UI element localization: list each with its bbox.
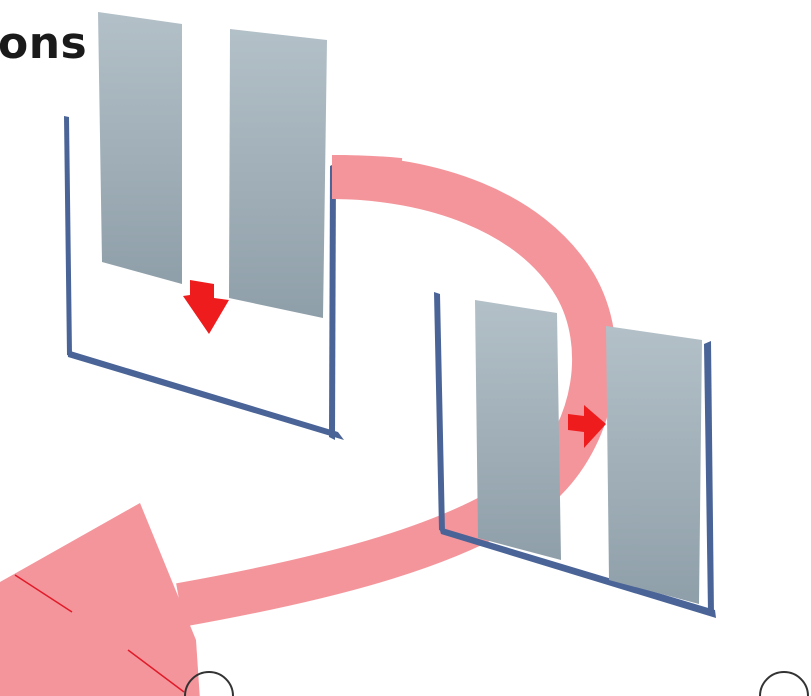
frame-step-2 xyxy=(434,292,716,618)
annotation-line-lower xyxy=(127,649,185,693)
frame-right-post xyxy=(704,341,714,616)
frame-left-post xyxy=(64,116,72,355)
frame-step-1 xyxy=(64,12,344,440)
page-heading-fragment: ons xyxy=(0,18,88,69)
panel-right xyxy=(606,326,702,604)
panel-left xyxy=(475,300,561,560)
bottom-circle-right xyxy=(759,671,809,696)
move-right-arrow xyxy=(568,405,606,448)
panel-right xyxy=(229,29,327,318)
annotation-line-upper xyxy=(14,574,73,613)
flow-arrow-overlap xyxy=(331,155,403,202)
flow-arrow xyxy=(176,155,617,627)
bottom-circle-left xyxy=(184,671,234,696)
move-down-arrow xyxy=(183,280,229,334)
frame-left-post xyxy=(434,292,445,532)
frame-base xyxy=(67,350,344,440)
frame-right-post xyxy=(329,163,336,440)
flow-arrow-head xyxy=(0,503,200,696)
panel-left xyxy=(98,12,182,284)
frame-base xyxy=(439,527,716,618)
